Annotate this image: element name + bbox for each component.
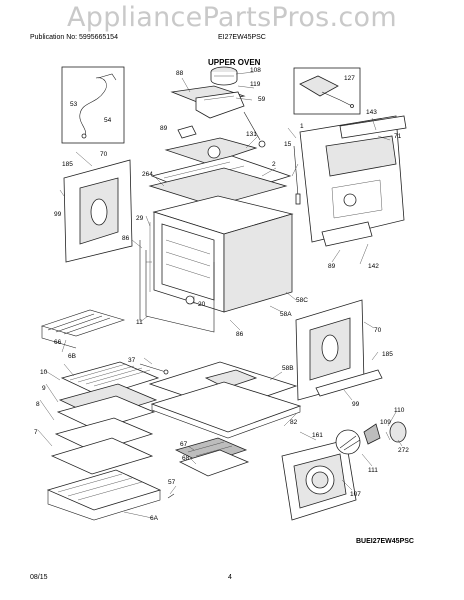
part-label: 29 — [136, 215, 144, 222]
part-label: 10 — [40, 369, 48, 376]
bracket-142 — [321, 221, 373, 247]
oven-top-liner — [148, 167, 288, 207]
part-label: 7 — [34, 429, 38, 436]
part-label: 11 — [136, 319, 143, 326]
screw-57 — [167, 493, 175, 499]
part-label: 185 — [382, 351, 393, 358]
part-label: 99 — [54, 211, 62, 218]
part-label: 70 — [100, 151, 108, 158]
bake-element — [174, 437, 250, 477]
part-label: 6A — [150, 515, 159, 522]
oven-cavity — [146, 195, 294, 313]
part-label: 109 — [380, 419, 391, 426]
page-number: 4 — [228, 574, 232, 581]
back-panel — [299, 115, 407, 243]
part-label: 6B — [68, 353, 76, 360]
part-label: 58A — [280, 311, 292, 318]
part-label: 111 — [368, 467, 378, 474]
diagram-code: BUEI27EW45PSC — [356, 538, 414, 545]
part-label: 71 — [394, 133, 402, 140]
cooling-fan-motor — [210, 66, 238, 86]
part-label: 99 — [352, 401, 360, 408]
part-label: 88 — [176, 70, 184, 77]
part-label: 15 — [284, 141, 292, 148]
broil-element — [40, 309, 126, 349]
part-label: 272 — [398, 447, 409, 454]
part-label: 67 — [180, 441, 188, 448]
part-label: 185 — [62, 161, 73, 168]
top-insulation — [164, 137, 258, 165]
part-label: 86 — [122, 235, 130, 242]
watermark: AppliancePartsPros.com — [67, 2, 397, 33]
broiler-pan-assembly — [46, 383, 162, 521]
part-label: 107 — [350, 491, 361, 498]
part-label: 264 — [142, 171, 153, 178]
part-label: 58B — [282, 365, 294, 372]
leader-lines — [37, 71, 403, 519]
part-label: 89 — [160, 125, 168, 132]
part-label: 66 — [54, 339, 62, 346]
part-label: 70 — [374, 327, 382, 334]
part-label: 58C — [296, 297, 308, 304]
oven-sensor — [293, 145, 301, 205]
part-label: 161 — [312, 432, 323, 439]
part-label: 9 — [42, 385, 46, 392]
model-number: EI27EW45PSC — [218, 34, 266, 41]
wire-harness-detail — [61, 66, 125, 144]
page-title: UPPER OVEN — [208, 58, 261, 67]
left-side-panel — [63, 159, 133, 263]
convection-fan-assembly — [281, 421, 407, 521]
blower-housing — [170, 85, 246, 119]
clip-37 — [139, 363, 169, 375]
part-label: 37 — [128, 357, 136, 364]
part-label: 108 — [250, 67, 261, 74]
part-label: 110 — [394, 407, 405, 414]
trim-99 — [315, 369, 383, 397]
part-label: 54 — [104, 117, 112, 124]
oven-rack-upper — [60, 361, 160, 397]
oven-bottom-plate — [148, 361, 302, 439]
part-label: 57 — [168, 479, 176, 486]
part-label: 59 — [258, 96, 266, 103]
bracket — [177, 125, 197, 139]
part-label: 86 — [236, 331, 244, 338]
exploded-parts-diagram: 88 108 119 59 127 53 54 143 89 131 1 71 … — [34, 66, 409, 522]
right-side-panel — [295, 299, 365, 401]
sensor-detail — [293, 67, 361, 115]
part-label: 119 — [250, 81, 261, 88]
part-label: 143 — [366, 109, 377, 116]
part-label: 89 — [328, 263, 336, 270]
part-labels: 88 108 119 59 127 53 54 143 89 131 1 71 … — [34, 67, 409, 522]
probe-59 — [243, 111, 266, 148]
part-label: 127 — [344, 75, 355, 82]
part-label: 2 — [272, 161, 276, 168]
publication-number: Publication No: 5995665154 — [30, 34, 118, 41]
part-label: 68 — [182, 455, 190, 462]
part-label: 20 — [198, 301, 206, 308]
part-label: 1 — [300, 123, 304, 130]
part-label: 8 — [36, 401, 40, 408]
part-label: 82 — [290, 419, 298, 426]
part-label: 53 — [70, 101, 78, 108]
footer-date: 08/15 — [30, 574, 48, 581]
part-label: 131 — [246, 131, 257, 138]
part-label: 142 — [368, 263, 379, 270]
door-gasket — [139, 240, 215, 333]
